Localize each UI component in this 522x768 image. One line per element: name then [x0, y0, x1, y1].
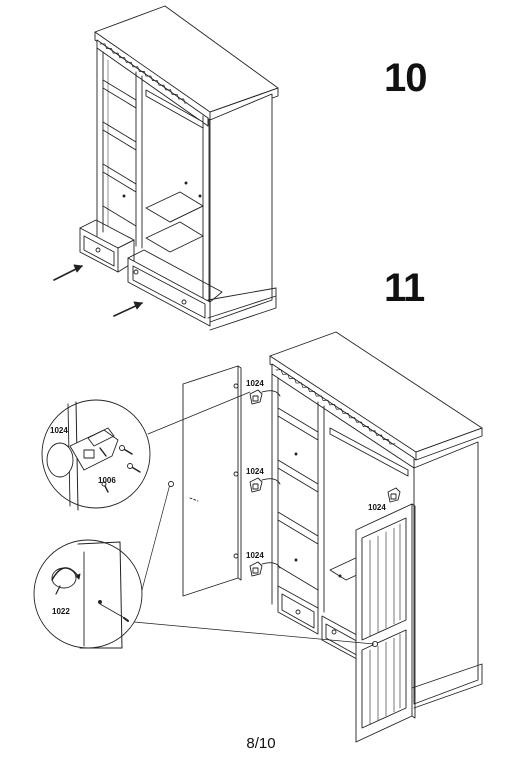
step-10-wardrobe-illustration: [53, 5, 279, 331]
label-1022-detail: 1022: [52, 607, 70, 616]
hinge-detail-circle: [41, 399, 151, 511]
knob-detail-circle: [33, 539, 143, 649]
hinge-1024-top: [249, 389, 281, 405]
hinge-detail-leader: [147, 391, 251, 435]
step-11-door-panel: [182, 365, 242, 597]
label-1024-right: 1024: [368, 503, 386, 512]
hinge-1024-low: [249, 561, 281, 577]
hinge-1024-right: [387, 487, 401, 503]
step-11-wardrobe-illustration: [269, 331, 483, 709]
page-number: 8/10: [246, 735, 276, 752]
step-number-11: 11: [384, 266, 425, 310]
label-1024-mid: 1024: [246, 467, 264, 476]
step-number-10: 10: [384, 56, 427, 100]
hinge-1024-mid: [249, 477, 281, 493]
mounted-wardrobe-door: [355, 503, 416, 743]
label-1024-detail: 1024: [50, 426, 68, 435]
label-1024-low: 1024: [246, 551, 264, 560]
label-1024-top: 1024: [246, 379, 264, 388]
label-1006-detail: 1006: [98, 476, 116, 485]
